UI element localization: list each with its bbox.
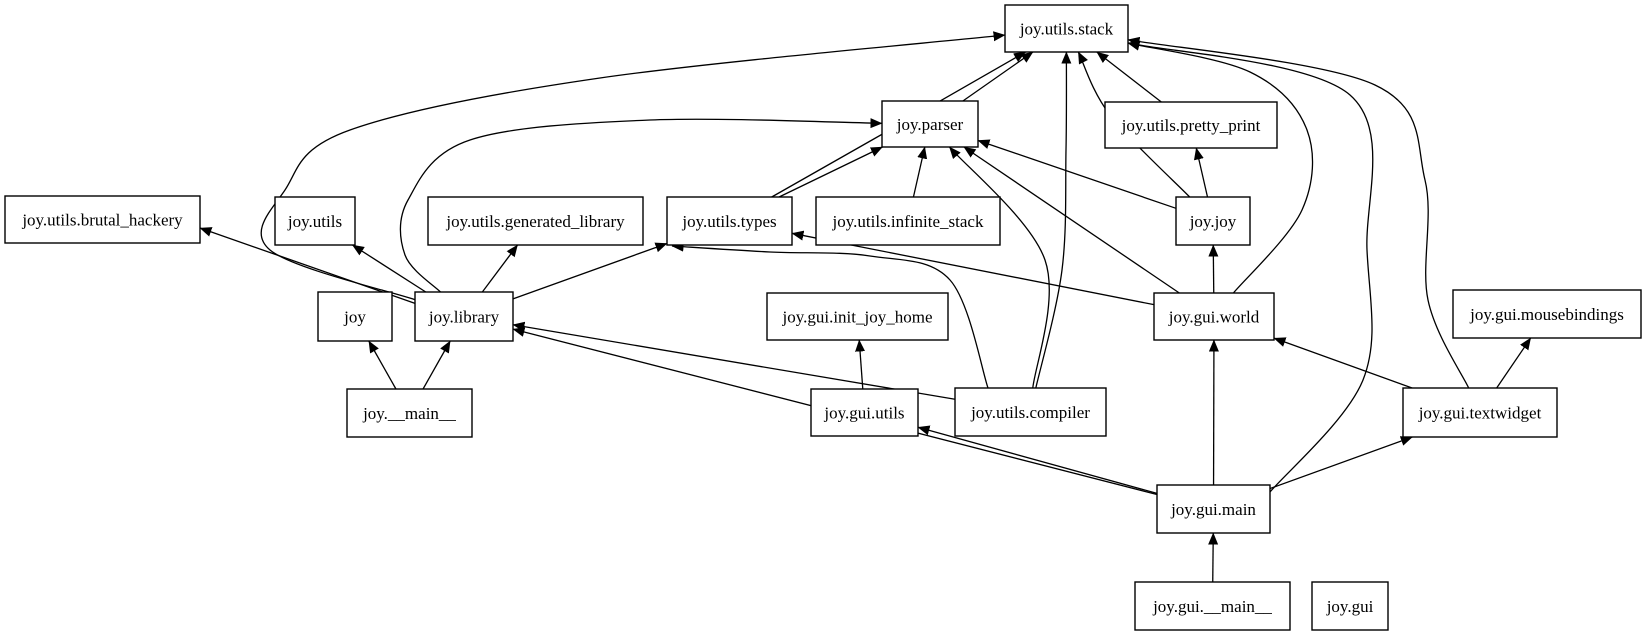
node-box-mousebindings [1452,289,1642,339]
node-label-world: joy.gui.world [1168,308,1260,327]
node-label-compiler: joy.utils.compiler [970,403,1090,422]
graph-node-world: joy.gui.world [1153,292,1275,341]
edge-library-generated_library [481,244,519,293]
edge-textwidget-mousebindings [1496,337,1532,389]
edge-textwidget-stack [1127,36,1470,389]
node-label-gui: joy.gui [1326,597,1374,616]
edge-pretty_print-stack [1096,51,1162,103]
edge-compiler-library [512,321,956,400]
edge-gui_main_main-gui_main [1208,532,1219,583]
graph-node-gui_utils: joy.gui.utils [810,388,919,437]
node-label-init_joy_home: joy.gui.init_joy_home [781,308,932,327]
node-label-textwidget: joy.gui.textwidget [1418,404,1542,423]
edge-compiler-types [671,241,989,389]
node-label-mousebindings: joy.gui.mousebindings [1469,305,1624,324]
edge-types-parser [778,146,883,198]
graph-node-joy_main: joy.__main__ [346,388,473,438]
node-label-pretty_print: joy.utils.pretty_print [1121,116,1261,135]
edge-types-stack [771,51,1026,198]
graph-node-stack: joy.utils.stack [1004,4,1129,53]
graph-node-pretty_print: joy.utils.pretty_print [1104,101,1278,149]
node-box-parser [881,100,979,148]
node-label-library: joy.library [428,308,500,327]
node-label-brutal_hackery: joy.utils.brutal_hackery [21,211,183,230]
edge-library-parser [399,118,883,293]
edge-library-brutal_hackery [199,227,416,304]
node-label-parser: joy.parser [896,115,964,134]
node-box-gui [1311,581,1389,631]
node-label-generated_library: joy.utils.generated_library [445,212,625,231]
edge-textwidget-world [1273,337,1413,389]
edge-library-stack [260,31,1006,301]
edge-gui_main-stack [1127,40,1374,493]
node-box-generated_library [427,196,644,246]
edge-world-parser [963,146,1180,294]
edge-infinite_stack-parser [912,146,928,198]
node-box-textwidget [1402,387,1558,438]
edge-joy_joy-pretty_print [1193,147,1209,198]
graph-nodes: joy.utils.stack joy.parser joy.utils.prett… [4,4,1642,631]
node-box-joy_joy [1175,196,1251,246]
edge-gui_main-textwidget [1269,436,1413,490]
graph-node-infinite_stack: joy.utils.infinite_stack [815,196,1001,246]
node-label-stack: joy.utils.stack [1019,20,1114,39]
node-box-init_joy_home [766,292,949,341]
node-label-gui_main_main: joy.gui.__main__ [1152,597,1272,616]
graph-node-gui_main_main: joy.gui.__main__ [1134,581,1291,631]
node-box-world [1153,292,1275,341]
graph-edges [199,31,1532,583]
edge-world-joy_joy [1208,244,1219,294]
edge-gui_utils-init_joy_home [855,339,866,390]
edge-parser-stack [962,51,1034,102]
node-label-infinite_stack: joy.utils.infinite_stack [832,212,984,231]
graph-node-brutal_hackery: joy.utils.brutal_hackery [4,195,201,244]
edge-gui_main-gui_utils [917,425,1158,495]
graph-node-joy_joy: joy.joy [1175,196,1251,246]
graph-node-generated_library: joy.utils.generated_library [427,196,644,246]
node-label-gui_main: joy.gui.main [1170,500,1256,519]
graph-node-compiler: joy.utils.compiler [954,387,1107,437]
edge-library-types [512,242,668,300]
edge-joy_main-library [422,340,451,390]
node-label-joy_main: joy.__main__ [362,404,456,423]
graph-node-parser: joy.parser [881,100,979,148]
node-box-pretty_print [1104,101,1278,149]
node-box-gui_main [1156,484,1271,534]
edge-joy_main-joy [368,340,397,390]
node-label-joy_joy: joy.joy [1189,212,1237,231]
graph-node-gui: joy.gui [1311,581,1389,631]
node-box-joy [317,291,393,342]
graph-node-mousebindings: joy.gui.mousebindings [1452,289,1642,339]
node-box-types [666,196,793,246]
node-label-gui_utils: joy.gui.utils [823,404,904,423]
node-box-joy_main [346,388,473,438]
edge-library-utils [352,244,427,293]
edge-joy_joy-parser [977,139,1177,209]
node-label-types: joy.utils.types [681,212,776,231]
node-box-stack [1004,4,1129,53]
graph-node-library: joy.library [414,291,514,342]
graph-node-textwidget: joy.gui.textwidget [1402,387,1558,438]
node-box-brutal_hackery [4,195,201,244]
node-label-utils: joy.utils [287,212,342,231]
graph-node-types: joy.utils.types [666,196,793,246]
node-box-compiler [954,387,1107,437]
node-box-utils [274,196,356,246]
graph-node-gui_main: joy.gui.main [1156,484,1271,534]
graph-node-joy: joy [317,291,393,342]
graph-node-utils: joy.utils [274,196,356,246]
edge-compiler-parser [948,146,1050,389]
node-box-gui_main_main [1134,581,1291,631]
node-label-joy: joy [343,308,366,327]
edge-compiler-stack [1035,51,1072,389]
node-box-infinite_stack [815,196,1001,246]
node-box-library [414,291,514,342]
graph-node-init_joy_home: joy.gui.init_joy_home [766,292,949,341]
node-box-gui_utils [810,388,919,437]
edge-world-stack [1127,40,1314,294]
